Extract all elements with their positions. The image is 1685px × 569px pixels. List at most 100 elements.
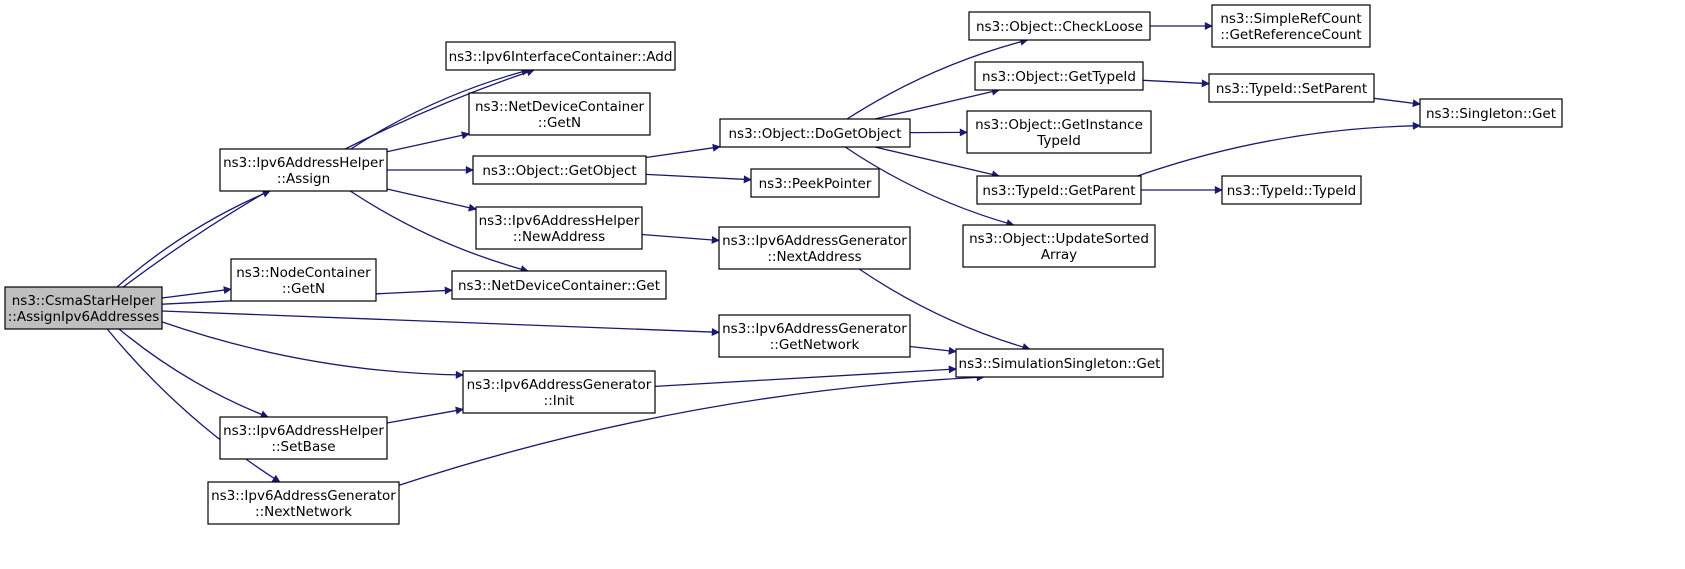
edge-root-to-ipv6ah_assign xyxy=(116,190,271,288)
edge-ipv6ah_assign-to-ndc_get xyxy=(349,190,529,273)
node-box xyxy=(468,92,651,136)
node-simsingleton_get[interactable]: ns3::SimulationSingleton::Get xyxy=(955,348,1164,378)
node-label-line: ::GetReferenceCount xyxy=(1220,27,1361,43)
node-label-line: ns3::Ipv6AddressGenerator xyxy=(722,233,907,249)
node-simplerefcount_get[interactable]: ns3::SimpleRefCount::GetReferenceCount xyxy=(1211,4,1371,48)
node-ipv6ah_newaddr[interactable]: ns3::Ipv6AddressHelper::NewAddress xyxy=(475,206,643,250)
node-root[interactable]: ns3::CsmaStarHelper::AssignIpv6Addresses xyxy=(4,286,163,330)
node-box xyxy=(219,148,388,192)
edge-ipv6ag_nextaddr-to-simsingleton_get xyxy=(858,268,1031,351)
node-label-line: ns3::CsmaStarHelper xyxy=(12,293,156,309)
edge-obj_getobject-to-obj_dogetobject xyxy=(645,143,721,159)
node-label-line: ::GetNetwork xyxy=(770,337,860,353)
node-box xyxy=(1221,175,1362,205)
node-label-line: ns3::SimpleRefCount xyxy=(1220,11,1361,27)
edges-layer xyxy=(106,22,1421,486)
node-label-line: ::Init xyxy=(544,393,575,409)
node-box xyxy=(718,226,911,270)
node-box xyxy=(719,118,911,148)
node-box xyxy=(1208,73,1375,103)
node-box xyxy=(966,110,1152,154)
node-typeid_setparent[interactable]: ns3::TypeId::SetParent xyxy=(1208,73,1375,103)
node-label-line: ns3::Object::UpdateSorted xyxy=(969,231,1149,247)
node-label-line: TypeId xyxy=(1036,133,1081,149)
node-ipv6ag_getnet[interactable]: ns3::Ipv6AddressGenerator::GetNetwork xyxy=(718,314,911,358)
edge-root-to-ipv6ah_setbase xyxy=(118,328,269,419)
node-box xyxy=(968,11,1151,41)
node-obj_gettypeid[interactable]: ns3::Object::GetTypeId xyxy=(974,61,1144,91)
node-label-line: ns3::PeekPointer xyxy=(759,176,872,192)
node-box xyxy=(219,416,388,460)
edge-obj_gettypeid-to-typeid_setparent xyxy=(1142,79,1210,88)
node-ndc_getn[interactable]: ns3::NetDeviceContainer::GetN xyxy=(468,92,651,136)
edge-typeid_setparent-to-singleton_get xyxy=(1373,97,1421,108)
node-label-line: ns3::Object::DoGetObject xyxy=(728,126,901,142)
node-label-line: ns3::Object::GetInstance xyxy=(975,117,1143,133)
node-label-line: ns3::Object::CheckLoose xyxy=(976,19,1143,35)
edge-ipv6ah_assign-to-ndc_getn xyxy=(386,131,470,153)
node-label-line: ns3::Ipv6AddressHelper xyxy=(223,423,384,439)
node-label-line: ::NewAddress xyxy=(513,229,605,245)
node-label-line: ns3::Ipv6AddressGenerator xyxy=(211,488,396,504)
node-box xyxy=(955,348,1164,378)
node-box xyxy=(718,314,911,358)
edge-ipv6ah_setbase-to-ipv6ag_init xyxy=(386,406,464,424)
node-singleton_get[interactable]: ns3::Singleton::Get xyxy=(1419,98,1563,128)
node-label-line: ns3::NetDeviceContainer::Get xyxy=(458,278,660,294)
node-ipv6ag_nextnet[interactable]: ns3::Ipv6AddressGenerator::NextNetwork xyxy=(207,481,400,525)
node-label-line: ::GetN xyxy=(538,115,581,131)
node-label-line: ns3::TypeId::SetParent xyxy=(1216,81,1367,97)
node-ipv6ag_init[interactable]: ns3::Ipv6AddressGenerator::Init xyxy=(462,370,656,414)
node-obj_getobject[interactable]: ns3::Object::GetObject xyxy=(472,155,647,185)
node-label-line: ns3::Object::GetObject xyxy=(482,163,636,179)
node-label-line: ::NextAddress xyxy=(767,249,861,265)
node-obj_dogetobject[interactable]: ns3::Object::DoGetObject xyxy=(719,118,911,148)
edge-ipv6ag_getnet-to-simsingleton_get xyxy=(909,345,957,355)
node-label-line: ns3::SimulationSingleton::Get xyxy=(959,356,1161,372)
node-box xyxy=(750,168,880,198)
node-peekpointer[interactable]: ns3::PeekPointer xyxy=(750,168,880,198)
edge-ipv6ag_init-to-simsingleton_get xyxy=(654,365,957,388)
node-box xyxy=(475,206,643,250)
node-typeid_getparent[interactable]: ns3::TypeId::GetParent xyxy=(976,175,1142,205)
edge-obj_dogetobject-to-obj_checkloose xyxy=(846,37,1029,120)
node-nc_getn[interactable]: ns3::NodeContainer::GetN xyxy=(230,258,377,302)
edge-ipv6ah_newaddr-to-ipv6ag_nextaddr xyxy=(641,233,720,244)
node-typeid_typeid[interactable]: ns3::TypeId::TypeId xyxy=(1221,175,1362,205)
node-ipv6ah_setbase[interactable]: ns3::Ipv6AddressHelper::SetBase xyxy=(219,416,388,460)
edge-obj_getobject-to-peekpointer xyxy=(645,173,752,184)
node-label-line: ns3::Singleton::Get xyxy=(1426,106,1556,122)
edge-obj_dogetobject-to-obj_updatesorted xyxy=(844,146,1015,227)
node-box xyxy=(462,370,656,414)
edge-root-to-nc_getn xyxy=(161,286,232,299)
node-box xyxy=(207,481,400,525)
edge-ipv6ah_assign-to-ipv6ic_add xyxy=(350,67,530,150)
node-box xyxy=(472,155,647,185)
node-label-line: ::NextNetwork xyxy=(255,504,352,520)
node-label-line: ns3::TypeId::TypeId xyxy=(1227,183,1357,199)
node-label-line: ::SetBase xyxy=(271,439,335,455)
edge-ipv6ah_assign-to-ipv6ah_newaddr xyxy=(386,188,477,212)
node-label-line: ::GetN xyxy=(282,281,325,297)
node-label-line: ns3::Ipv6AddressHelper xyxy=(479,213,640,229)
node-obj_checkloose[interactable]: ns3::Object::CheckLoose xyxy=(968,11,1151,41)
node-label-line: ::AssignIpv6Addresses xyxy=(8,309,160,325)
node-box xyxy=(230,258,377,302)
node-box xyxy=(445,41,676,71)
node-ipv6ic_add[interactable]: ns3::Ipv6InterfaceContainer::Add xyxy=(445,41,676,71)
node-label-line: ::Assign xyxy=(277,171,330,187)
node-label-line: ns3::Ipv6AddressGenerator xyxy=(722,321,907,337)
node-label-line: Array xyxy=(1041,247,1077,263)
edge-root-to-ipv6ag_getnet xyxy=(161,310,720,337)
node-ipv6ah_assign[interactable]: ns3::Ipv6AddressHelper::Assign xyxy=(219,148,388,192)
node-box xyxy=(4,286,163,330)
node-label-line: ns3::Object::GetTypeId xyxy=(982,69,1136,85)
node-box xyxy=(1419,98,1563,128)
node-ndc_get[interactable]: ns3::NetDeviceContainer::Get xyxy=(451,270,667,300)
node-box xyxy=(1211,4,1371,48)
node-ipv6ag_nextaddr[interactable]: ns3::Ipv6AddressGenerator::NextAddress xyxy=(718,226,911,270)
edge-obj_dogetobject-to-typeid_getparent xyxy=(874,146,1000,179)
